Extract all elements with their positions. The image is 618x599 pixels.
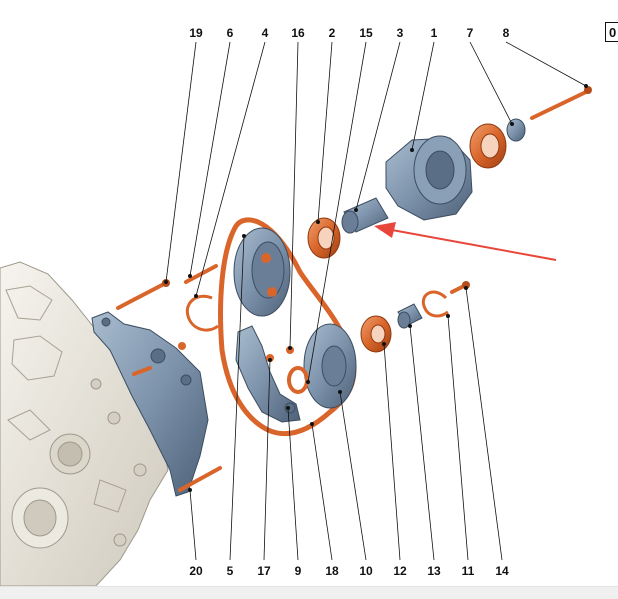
leader-dots-bottom xyxy=(188,234,468,492)
circlip-4 xyxy=(185,294,219,332)
callout-13: 13 xyxy=(427,564,441,578)
engine-casting xyxy=(0,261,169,586)
seal-12 xyxy=(360,315,392,353)
seal-7 xyxy=(469,123,507,169)
callout-1: 1 xyxy=(430,26,438,40)
callout-15: 15 xyxy=(359,26,373,40)
spacer-15 xyxy=(287,366,309,394)
callout-14: 14 xyxy=(495,564,509,578)
hub-13 xyxy=(397,303,423,329)
callout-19: 19 xyxy=(189,26,203,40)
bottom-band xyxy=(0,586,618,599)
bush xyxy=(506,118,526,142)
callout-3: 3 xyxy=(396,26,404,40)
bracket-bolt xyxy=(132,366,152,376)
circlip-11 xyxy=(421,290,449,318)
callout-7: 7 xyxy=(466,26,474,40)
callout-11: 11 xyxy=(461,564,475,578)
bolt-8 xyxy=(530,86,592,120)
pulley-housing-1 xyxy=(385,135,473,221)
highlight-arrow xyxy=(374,222,557,261)
leader-dots-top xyxy=(164,84,588,384)
hub-3 xyxy=(341,197,389,234)
callout-16: 16 xyxy=(291,26,305,40)
seal-2 xyxy=(307,217,341,259)
callout-10: 10 xyxy=(359,564,373,578)
callout-9: 9 xyxy=(294,564,302,578)
bracket-nut xyxy=(178,342,186,350)
page-code-box: 0 xyxy=(605,22,618,42)
callout-18: 18 xyxy=(325,564,339,578)
support-bracket xyxy=(91,311,209,497)
bolt-14 xyxy=(450,281,470,294)
leader-lines-top xyxy=(165,41,587,383)
leader-lines-bottom xyxy=(189,235,503,561)
pulley-10 xyxy=(303,323,357,409)
callout-12: 12 xyxy=(393,564,407,578)
bolt-19 xyxy=(116,279,170,310)
bracket-bolt xyxy=(178,466,222,492)
callout-20: 20 xyxy=(189,564,203,578)
callout-5: 5 xyxy=(226,564,234,578)
callout-2: 2 xyxy=(328,26,336,40)
stud-6 xyxy=(184,264,218,284)
diagram-drawing xyxy=(0,41,592,586)
pulley-5 xyxy=(233,227,291,317)
callout-6: 6 xyxy=(226,26,234,40)
callout-17: 17 xyxy=(257,564,271,578)
callout-8: 8 xyxy=(502,26,510,40)
callout-4: 4 xyxy=(261,26,269,40)
